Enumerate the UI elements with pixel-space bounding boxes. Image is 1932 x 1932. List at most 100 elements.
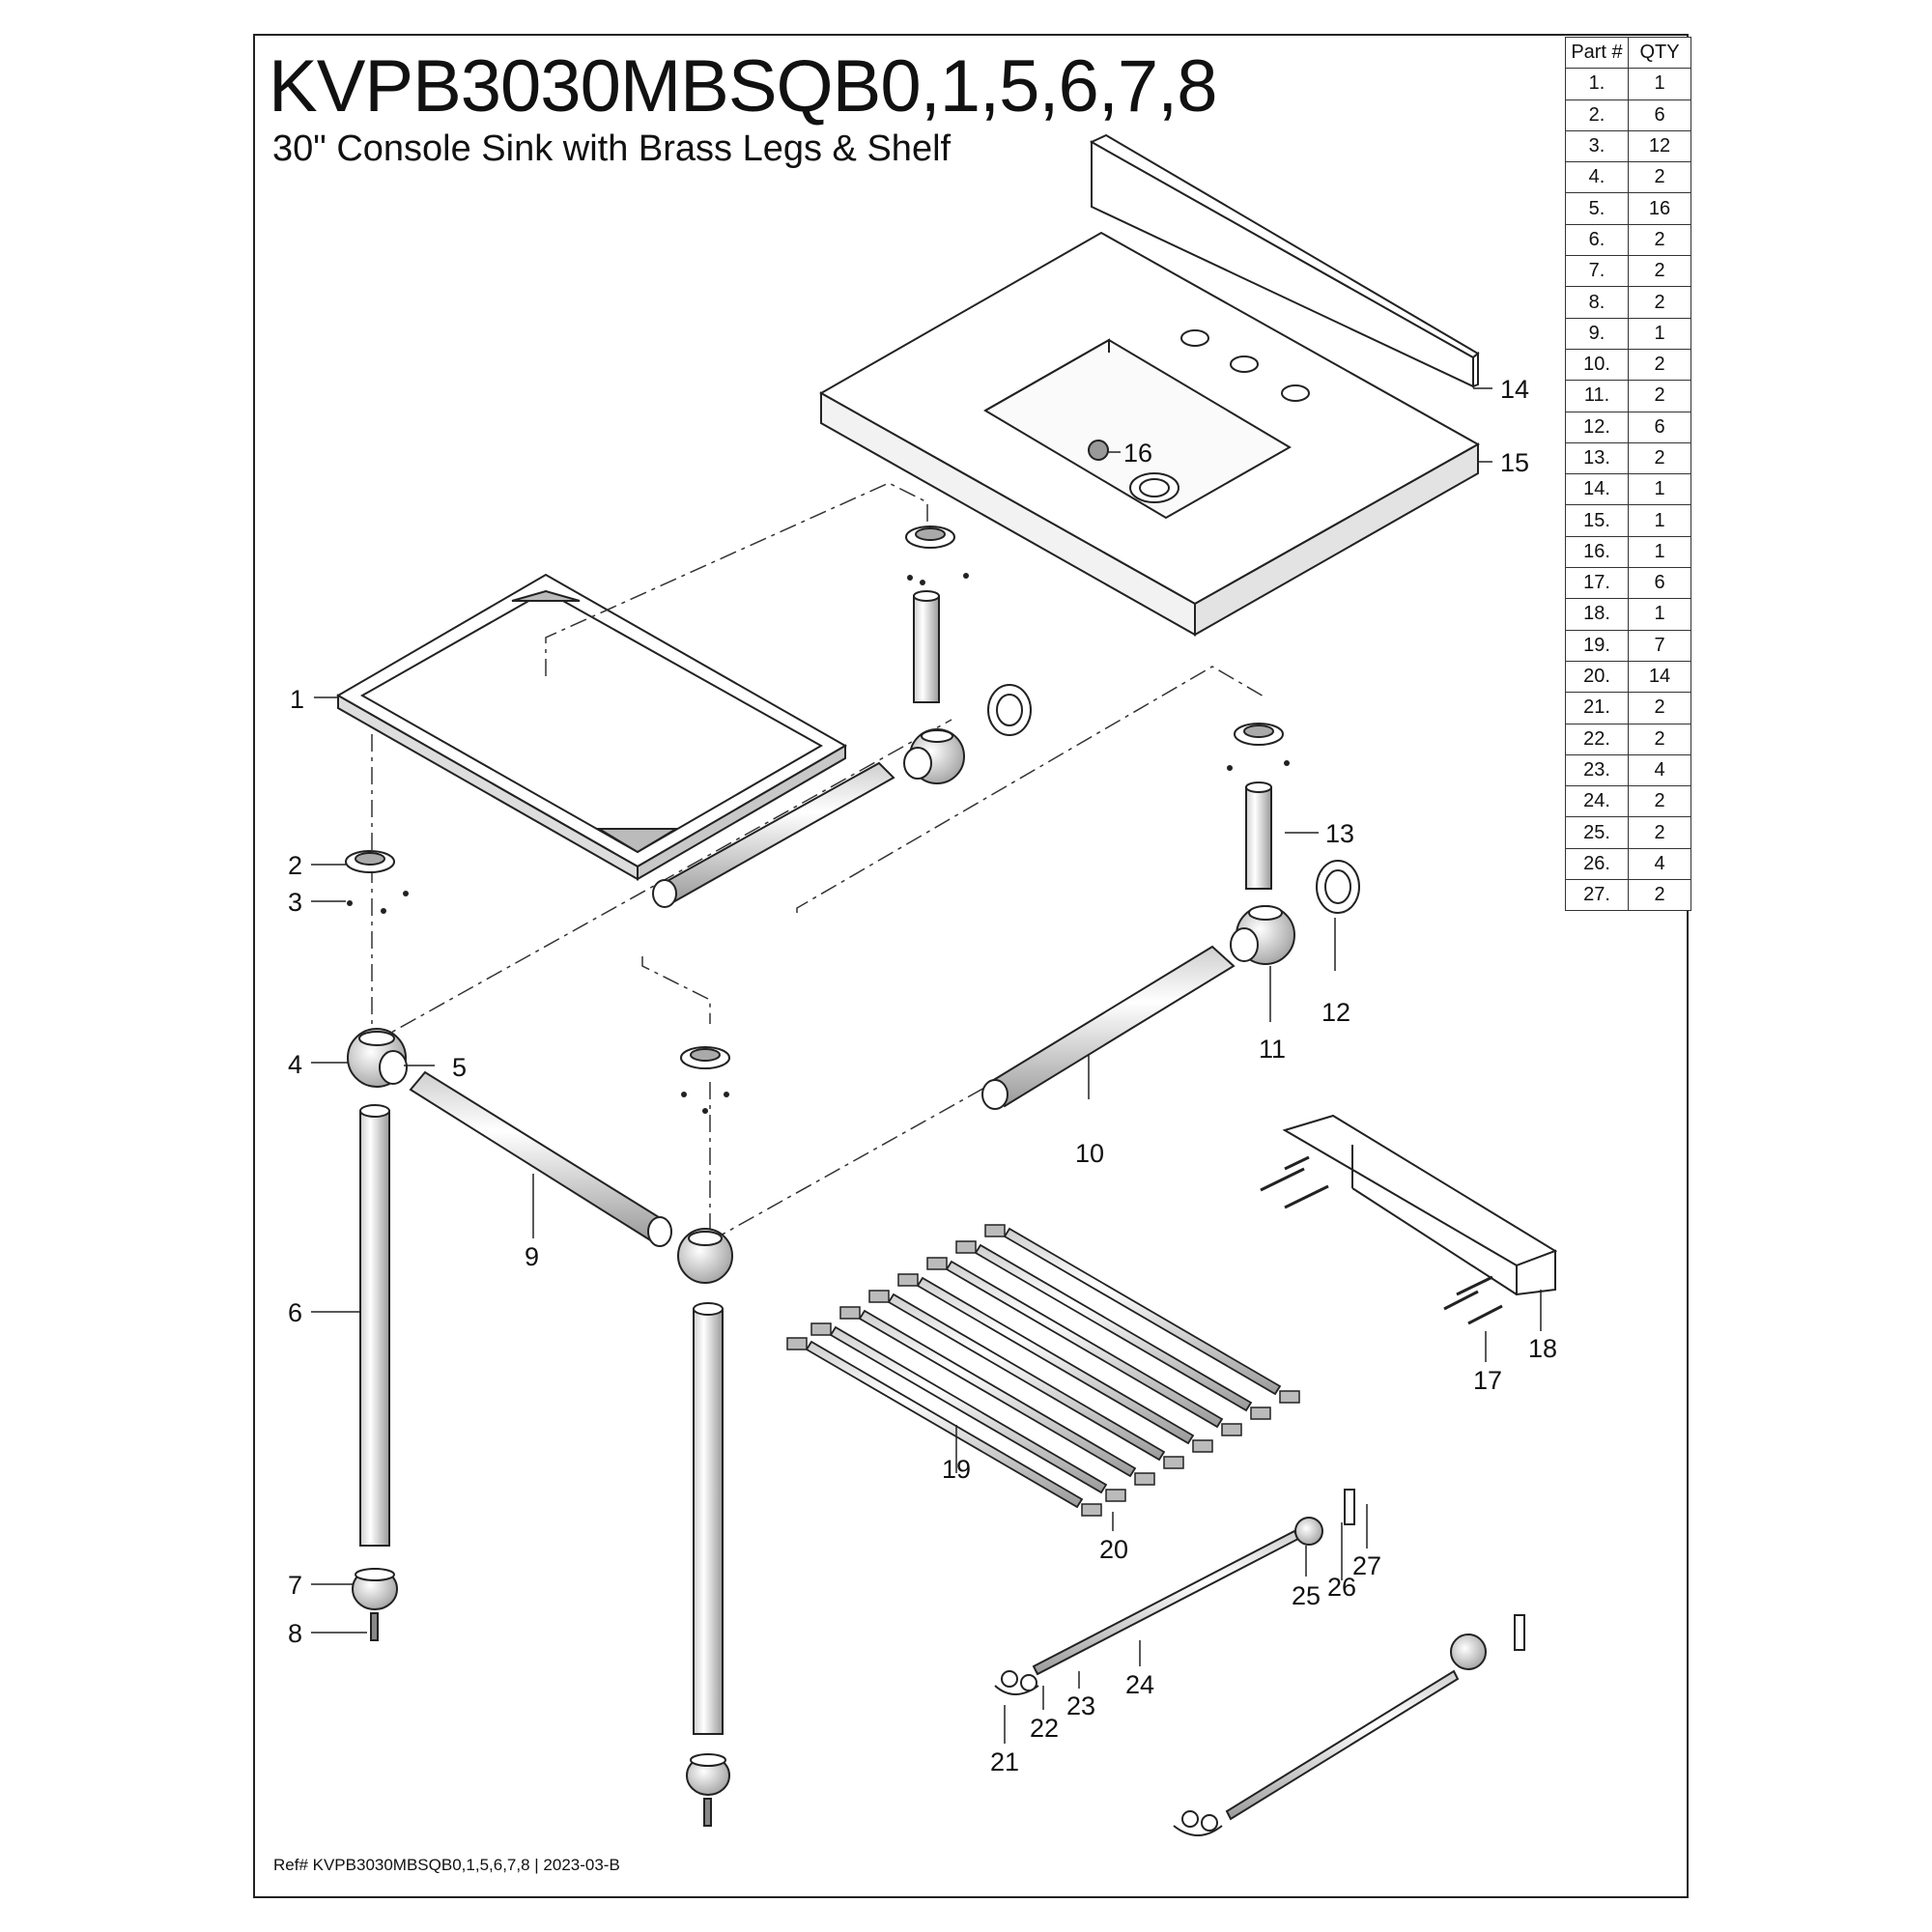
part-number-cell: 13. bbox=[1565, 441, 1629, 475]
reference-footer: Ref# KVPB3030MBSQB0,1,5,6,7,8 | 2023-03-… bbox=[273, 1856, 620, 1874]
callout-11: 11 bbox=[1259, 1035, 1286, 1064]
shelf-bracket-part-18 bbox=[1282, 1114, 1558, 1296]
part-number-cell: 24. bbox=[1565, 785, 1629, 818]
quantity-cell: 2 bbox=[1628, 380, 1691, 412]
parts-table-row: 1.1 bbox=[1565, 68, 1691, 100]
parts-table-row: 4.2 bbox=[1565, 161, 1691, 194]
quantity-cell: 4 bbox=[1628, 753, 1691, 787]
quantity-cell: 2 bbox=[1628, 785, 1691, 818]
callout-13: 13 bbox=[1325, 819, 1354, 848]
callout-27: 27 bbox=[1352, 1551, 1381, 1580]
quantity-cell: 6 bbox=[1628, 411, 1691, 443]
quantity-cell: 1 bbox=[1628, 68, 1691, 100]
callout-2: 2 bbox=[288, 851, 302, 880]
towel-bar-part-24 bbox=[994, 1489, 1355, 1695]
callout-17: 17 bbox=[1473, 1366, 1502, 1395]
callout-19: 19 bbox=[942, 1455, 971, 1484]
callout-5: 5 bbox=[452, 1053, 467, 1082]
part-number-cell: 5. bbox=[1565, 192, 1629, 225]
parts-table-row: 14.1 bbox=[1565, 473, 1691, 506]
parts-table-row: 22.2 bbox=[1565, 723, 1691, 755]
parts-table-row: 20.14 bbox=[1565, 660, 1691, 694]
parts-table-row: 6.2 bbox=[1565, 223, 1691, 257]
callout-20: 20 bbox=[1099, 1535, 1128, 1564]
quantity-cell: 6 bbox=[1628, 567, 1691, 600]
part-number-cell: 20. bbox=[1565, 660, 1629, 694]
drain-part-16 bbox=[1088, 440, 1121, 461]
rod-caps-part-20 bbox=[786, 1224, 1300, 1517]
callout-26: 26 bbox=[1327, 1573, 1356, 1602]
foot-part-7-left bbox=[352, 1568, 398, 1610]
part-number-cell: 14. bbox=[1565, 473, 1629, 506]
callout-10: 10 bbox=[1075, 1139, 1104, 1168]
quantity-cell: 2 bbox=[1628, 223, 1691, 257]
callout-4: 4 bbox=[288, 1050, 302, 1079]
parts-table-row: 15.1 bbox=[1565, 504, 1691, 537]
screws-part-3 bbox=[347, 573, 1290, 1114]
shelf-rods-part-19 bbox=[805, 1227, 1282, 1509]
connector-part-4 bbox=[347, 1028, 408, 1088]
part-number-cell: 6. bbox=[1565, 223, 1629, 257]
parts-table-row: 7.2 bbox=[1565, 255, 1691, 288]
part-number-cell: 23. bbox=[1565, 753, 1629, 787]
callout-9: 9 bbox=[525, 1242, 539, 1271]
callout-25: 25 bbox=[1292, 1581, 1321, 1610]
part-number-cell: 25. bbox=[1565, 816, 1629, 849]
quantity-cell: 2 bbox=[1628, 348, 1691, 382]
towel-bar-lower bbox=[1173, 1614, 1525, 1836]
part-number-cell: 27. bbox=[1565, 879, 1629, 912]
callout-12: 12 bbox=[1321, 998, 1350, 1027]
leg-right-front bbox=[677, 1228, 733, 1827]
rail-upper bbox=[652, 761, 895, 908]
quantity-cell: 2 bbox=[1628, 692, 1691, 724]
part-number-cell: 2. bbox=[1565, 99, 1629, 131]
parts-table-row: 17.6 bbox=[1565, 567, 1691, 600]
quantity-cell: 2 bbox=[1628, 816, 1691, 849]
part-number-cell: 7. bbox=[1565, 255, 1629, 288]
page-subtitle: 30" Console Sink with Brass Legs & Shelf bbox=[272, 128, 952, 169]
quantity-cell: 1 bbox=[1628, 535, 1691, 569]
leg-part-6-left bbox=[359, 1104, 390, 1547]
callout-14: 14 bbox=[1500, 375, 1529, 404]
part-number-cell: 9. bbox=[1565, 317, 1629, 350]
countertop-part-15 bbox=[818, 231, 1481, 637]
quantity-cell: 1 bbox=[1628, 317, 1691, 350]
parts-table-row: 5.16 bbox=[1565, 192, 1691, 225]
part-number-cell: 19. bbox=[1565, 629, 1629, 662]
backsplash-part-14 bbox=[1089, 133, 1480, 388]
parts-table-row: 2.6 bbox=[1565, 99, 1691, 131]
callout-16: 16 bbox=[1123, 439, 1152, 468]
part-number-cell: 8. bbox=[1565, 286, 1629, 319]
parts-table-row: 9.1 bbox=[1565, 317, 1691, 350]
callout-8: 8 bbox=[288, 1619, 302, 1648]
parts-table-row: 19.7 bbox=[1565, 629, 1691, 662]
parts-table-row: 26.4 bbox=[1565, 847, 1691, 881]
callout-21: 21 bbox=[990, 1747, 1019, 1776]
parts-table-row: 23.4 bbox=[1565, 753, 1691, 787]
callout-6: 6 bbox=[288, 1298, 302, 1327]
callout-labels: 1 2 3 4 5 6 7 8 9 10 11 12 13 14 15 16 1… bbox=[288, 375, 1557, 1776]
callout-7: 7 bbox=[288, 1571, 302, 1600]
quantity-cell: 2 bbox=[1628, 879, 1691, 912]
callout-24: 24 bbox=[1125, 1670, 1154, 1699]
callout-1: 1 bbox=[290, 685, 304, 714]
part-number-cell: 17. bbox=[1565, 567, 1629, 600]
parts-table-row: 3.12 bbox=[1565, 129, 1691, 163]
leader-lines bbox=[311, 387, 1542, 1744]
post-part-13 bbox=[1245, 781, 1272, 890]
screws-part-17 bbox=[1260, 1155, 1503, 1325]
part-number-cell: 12. bbox=[1565, 411, 1629, 443]
quantity-cell: 4 bbox=[1628, 847, 1691, 881]
mount-plate-part-2 bbox=[345, 526, 1284, 1069]
quantity-cell: 2 bbox=[1628, 723, 1691, 755]
quantity-cell: 16 bbox=[1628, 192, 1691, 225]
part-number-cell: 22. bbox=[1565, 723, 1629, 755]
parts-table-row: 24.2 bbox=[1565, 785, 1691, 818]
callout-18: 18 bbox=[1528, 1334, 1557, 1363]
callout-3: 3 bbox=[288, 888, 302, 917]
callout-15: 15 bbox=[1500, 448, 1529, 477]
parts-table-row: 8.2 bbox=[1565, 286, 1691, 319]
